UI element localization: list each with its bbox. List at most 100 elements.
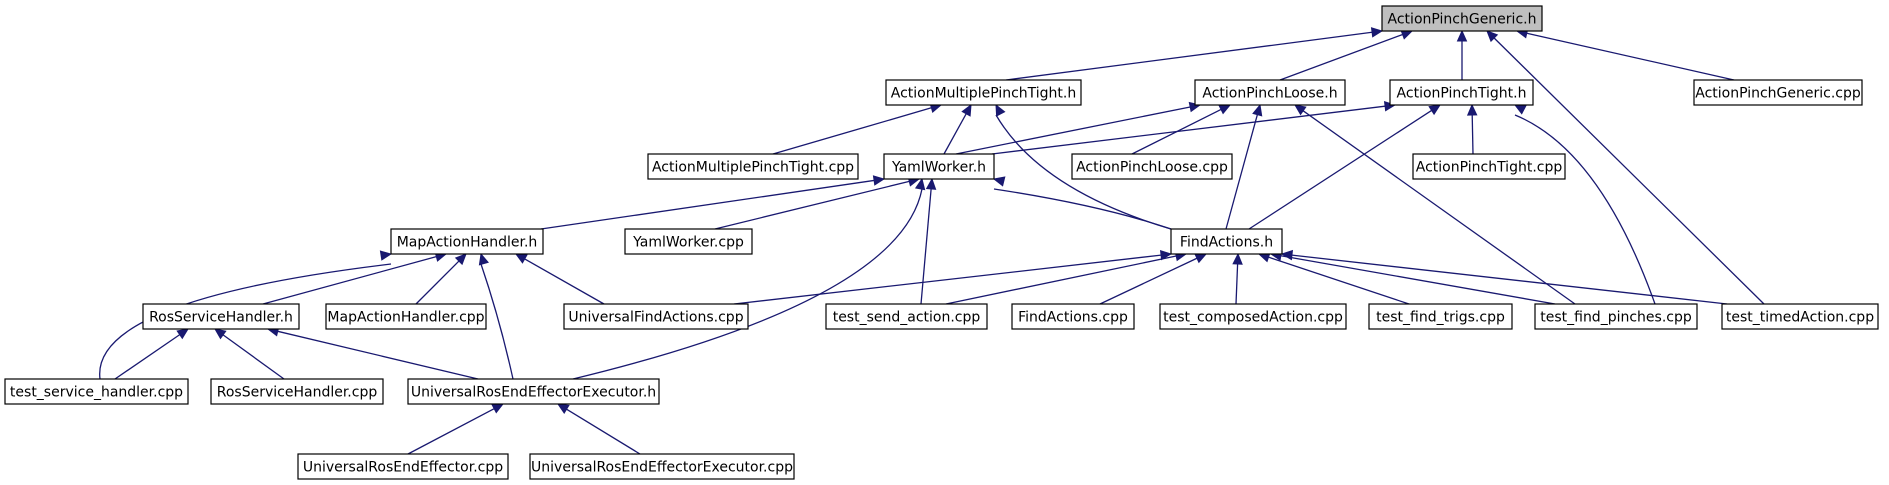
edge-arrowhead (379, 250, 393, 261)
edge-arrowhead (872, 175, 886, 186)
edge-actionpinchloose-cpp-to-actionpinchloose-h (1131, 104, 1232, 155)
node-rosservicehandler-cpp[interactable]: RosServiceHandler.cpp (210, 378, 384, 405)
node-label: ActionPinchLoose.h (1202, 86, 1337, 102)
node-box (1693, 79, 1863, 106)
node-label: ActionPinchLoose.cpp (1076, 160, 1228, 176)
node-actionpinchgeneric-h[interactable]: ActionPinchGeneric.h (1381, 5, 1543, 32)
edge-test-timedaction-cpp-to-findactions-h (1280, 249, 1728, 305)
node-actionpinchtight-h[interactable]: ActionPinchTight.h (1389, 79, 1534, 106)
edge-arrowhead (992, 176, 1006, 187)
node-universalrosendeffectorexecutor-cpp[interactable]: UniversalRosEndEffectorExecutor.cpp (529, 453, 795, 480)
node-actionmultiplepinchtight-h[interactable]: ActionMultiplePinchTight.h (885, 79, 1082, 106)
edge-line (566, 408, 641, 455)
node-actionmultiplepinchtight-cpp[interactable]: ActionMultiplePinchTight.cpp (647, 153, 859, 180)
node-label: test_find_trigs.cpp (1376, 310, 1505, 326)
node-box (325, 303, 487, 330)
edge-test-find-pinches-cpp-to-actionpinchtight-h (1513, 104, 1656, 305)
node-universalfindactions-cpp[interactable]: UniversalFindActions.cpp (563, 303, 749, 330)
node-box (1159, 303, 1347, 330)
node-label: test_timedAction.cpp (1726, 310, 1874, 326)
edge-yamlworker-cpp-to-yamlworker-h (714, 176, 921, 230)
edge-arrowhead (1456, 29, 1468, 42)
edge-test-service-handler-cpp-to-rosservicehandler-h (114, 328, 190, 380)
nodes-layer: ActionPinchGeneric.hActionMultiplePinchT… (4, 5, 1879, 480)
node-yamlworker-h[interactable]: YamlWorker.h (883, 153, 995, 180)
edge-arrowhead (1159, 249, 1173, 261)
edge-arrowhead (556, 403, 570, 414)
node-box (529, 453, 795, 480)
node-box (142, 303, 300, 330)
node-label: ActionMultiplePinchTight.h (891, 86, 1077, 102)
node-test-timedaction-cpp[interactable]: test_timedAction.cpp (1721, 303, 1879, 330)
edge-arrowhead (491, 403, 505, 414)
node-test-find-pinches-cpp[interactable]: test_find_pinches.cpp (1534, 303, 1698, 330)
node-mapactionhandler-cpp[interactable]: MapActionHandler.cpp (325, 303, 487, 330)
node-test-send-action-cpp[interactable]: test_send_action.cpp (825, 303, 988, 330)
node-mapactionhandler-h[interactable]: MapActionHandler.h (390, 228, 544, 255)
edge-universalrosendeffectorexecutor-cpp-to-universalrosendeffectorexecutor-h (556, 403, 641, 455)
edge-actionmultiplepinchtight-h-to-actionpinchgeneric-h (1005, 27, 1384, 81)
edge-arrowhead (514, 253, 528, 264)
node-test-composedaction-cpp[interactable]: test_composedAction.cpp (1159, 303, 1347, 330)
edge-line (277, 330, 479, 380)
node-actionpinchgeneric-cpp[interactable]: ActionPinchGeneric.cpp (1693, 79, 1863, 106)
node-universalrosendeffector-cpp[interactable]: UniversalRosEndEffector.cpp (297, 453, 509, 480)
edge-line (1526, 32, 1735, 81)
edge-universalfindactions-cpp-to-mapactionhandler-h (514, 253, 605, 305)
node-label: YamlWorker.h (891, 160, 986, 176)
node-findactions-h[interactable]: FindActions.h (1170, 228, 1283, 255)
edges-layer (99, 27, 1765, 455)
edge-line (1279, 33, 1403, 81)
edge-arrowhead (961, 103, 972, 117)
node-actionpinchloose-h[interactable]: ActionPinchLoose.h (1194, 79, 1346, 106)
edge-actionpinchgeneric-cpp-to-actionpinchgeneric-h (1515, 28, 1735, 81)
edge-line (407, 408, 495, 455)
edge-line (1471, 114, 1474, 155)
node-test-find-trigs-cpp[interactable]: test_find_trigs.cpp (1368, 303, 1513, 330)
node-findactions-cpp[interactable]: FindActions.cpp (1011, 303, 1135, 330)
edge-universalfindactions-cpp-to-findactions-h (733, 249, 1173, 305)
edge-arrowhead (1428, 104, 1442, 116)
node-label: test_find_pinches.cpp (1540, 310, 1692, 326)
edge-line (262, 256, 437, 305)
node-box (563, 303, 749, 330)
edge-actionmultiplepinchtight-cpp-to-actionmultiplepinchtight-h (772, 102, 943, 155)
edge-universalrosendeffectorexecutor-h-to-yamlworker-h (572, 177, 926, 380)
edge-arrowhead (1466, 103, 1478, 116)
node-box (297, 453, 509, 480)
edge-universalrosendeffector-cpp-to-universalrosendeffectorexecutor-h (407, 403, 505, 455)
edge-line (714, 180, 910, 230)
node-box (624, 228, 753, 255)
node-universalrosendeffectorexecutor-h[interactable]: UniversalRosEndEffectorExecutor.h (407, 378, 660, 405)
edge-line (572, 188, 923, 380)
edge-findactions-h-to-actionpinchloose-h (1225, 103, 1263, 230)
edge-test-send-action-cpp-to-yamlworker-h (920, 177, 937, 305)
node-label: FindActions.h (1180, 235, 1273, 251)
edge-line (991, 105, 1386, 155)
edge-arrowhead (454, 253, 467, 266)
node-actionpinchloose-cpp[interactable]: ActionPinchLoose.cpp (1071, 153, 1233, 180)
edge-mapactionhandler-h-to-yamlworker-h (540, 175, 886, 230)
edge-rosservicehandler-cpp-to-rosservicehandler-h (214, 328, 285, 380)
node-label: test_composedAction.cpp (1163, 310, 1343, 326)
edge-line (222, 334, 285, 380)
edge-test-timedaction-cpp-to-actionpinchgeneric-h (1486, 30, 1765, 305)
edge-line (524, 258, 605, 305)
edge-test-composedaction-cpp-to-findactions-h (1232, 252, 1243, 305)
edge-arrowhead (214, 328, 227, 340)
node-label: UniversalFindActions.cpp (568, 310, 743, 326)
node-box (883, 153, 995, 180)
node-rosservicehandler-h[interactable]: RosServiceHandler.h (142, 303, 300, 330)
node-test-service-handler-cpp[interactable]: test_service_handler.cpp (4, 378, 189, 405)
node-label: ActionPinchTight.h (1397, 86, 1527, 102)
node-label: RosServiceHandler.h (149, 310, 293, 326)
edge-line (1248, 109, 1432, 230)
node-box (390, 228, 544, 255)
edge-universalrosendeffectorexecutor-h-to-rosservicehandler-h (266, 326, 479, 380)
edge-line (1493, 37, 1765, 305)
edge-line (993, 188, 1172, 230)
node-yamlworker-cpp[interactable]: YamlWorker.cpp (624, 228, 753, 255)
edge-arrowhead (1294, 104, 1307, 116)
node-actionpinchtight-cpp[interactable]: ActionPinchTight.cpp (1412, 153, 1566, 180)
